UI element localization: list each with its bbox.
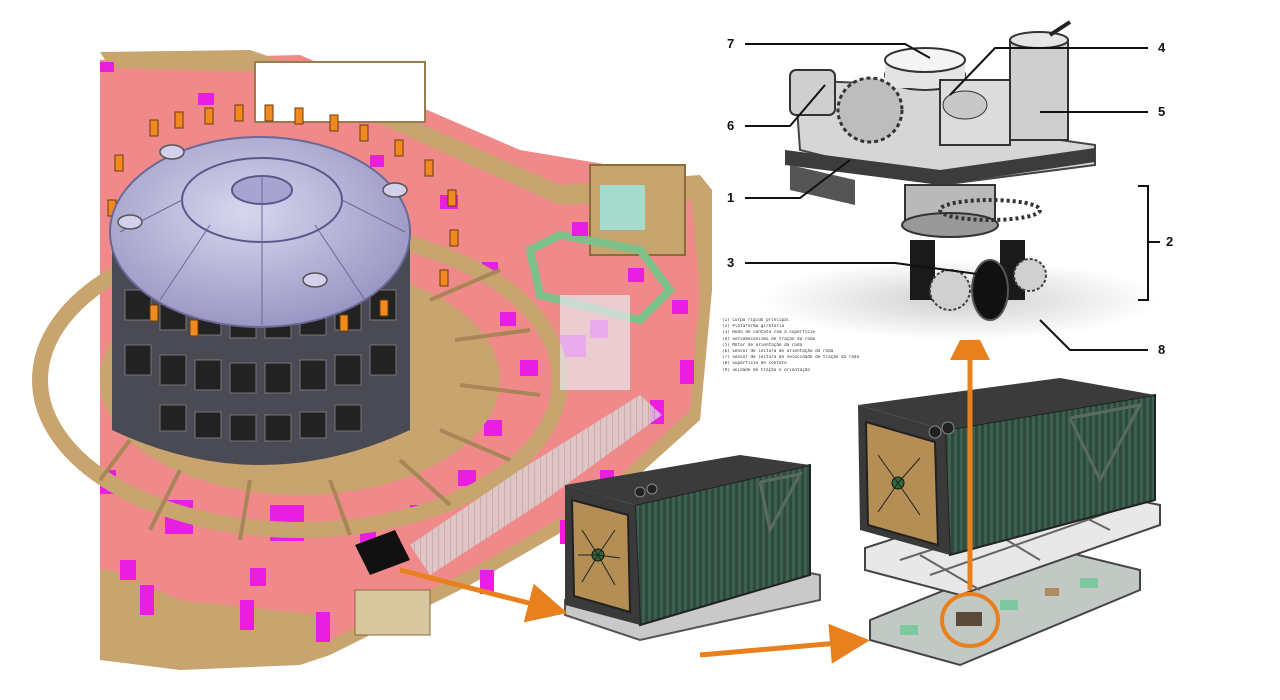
- callout-1: 1: [727, 190, 735, 205]
- wheel-gear-right: [1013, 258, 1047, 292]
- flow-arrows: [399, 320, 990, 664]
- drive-gear: [836, 76, 904, 144]
- legend-item: (4) Servomecanismo de tração da roda: [722, 336, 816, 342]
- drive-unit-in-chassis: [956, 612, 982, 626]
- tokamak-building-cutaway: [32, 50, 712, 670]
- legend-item: (3) Roda de contato com a superfície: [722, 330, 816, 336]
- feeder-connectors: [107, 104, 459, 337]
- hot-cell-door: [560, 295, 630, 390]
- callout-4: 4: [1158, 40, 1166, 55]
- legend-item: (5) Motor de orientação da roda: [722, 342, 803, 348]
- cask-upper-body-top: [858, 378, 1155, 430]
- transfer-cask-exploded: [858, 378, 1161, 667]
- legend-item: (9) unidade de tração e orientação: [722, 367, 810, 373]
- cask-body-top: [565, 455, 810, 505]
- drive-unit-detail: [760, 20, 1160, 340]
- drive-unit-highlight: [940, 592, 1000, 648]
- port-cell-walls: [98, 268, 541, 541]
- upper-cask-side-brace: [1068, 402, 1143, 484]
- reactor-ports: [124, 289, 397, 442]
- glass-enclosure: [600, 185, 645, 230]
- callout-3: 3: [727, 255, 735, 270]
- cask-light-right: [646, 483, 658, 495]
- cask-at-port: [355, 530, 410, 575]
- callout-leaders: [745, 43, 1160, 351]
- legend-item: (6) Sensor de leitura de orientação da r…: [722, 348, 834, 354]
- contact-wheel: [971, 259, 1009, 321]
- upper-door-spokes: [877, 454, 921, 516]
- legend-item: (1) Corpo rígido principal: [722, 318, 790, 323]
- orientation-motor: [1009, 39, 1069, 141]
- reactor-dome: [109, 136, 411, 328]
- platform-gear-ring: [938, 198, 1042, 222]
- callout-8: 8: [1158, 342, 1166, 357]
- cask-light-left: [634, 486, 646, 498]
- transfer-cask-closed: [564, 455, 821, 642]
- legend-item: (7) Sensor de leitura da velocidade de t…: [722, 355, 860, 361]
- upper-cask-light-right: [941, 421, 955, 435]
- arrow-port-to-cask: [399, 567, 568, 623]
- dome-ribs: [119, 176, 406, 325]
- component-legend: (1) Corpo rígido principal (2) Plataform…: [722, 318, 872, 374]
- callout-2: 2: [1166, 234, 1174, 249]
- upper-room: [254, 61, 426, 123]
- transfer-corridor: [410, 395, 662, 575]
- legend-item: (2) Plataforma giratória: [722, 324, 785, 330]
- callout-7: 7: [727, 36, 735, 51]
- chassis-components: [900, 578, 1098, 635]
- cask-side-brace: [758, 471, 803, 535]
- green-pipe-loop: [525, 230, 676, 325]
- motor-cable: [1048, 20, 1072, 37]
- callout-6: 6: [727, 118, 735, 133]
- wheel-gear-left: [929, 269, 971, 311]
- outer-wall-top: [100, 50, 712, 205]
- callout-5: 5: [1158, 104, 1166, 119]
- side-bracket: [790, 165, 855, 205]
- outer-wall-bottom: [100, 570, 330, 670]
- orientation-sensor-housing: [789, 69, 836, 116]
- legend-item: (8) Superfície de contato: [722, 361, 787, 367]
- arrow-cask-to-exploded: [699, 623, 870, 664]
- lower-equipment-room: [354, 589, 431, 636]
- body-rail: [785, 148, 1095, 185]
- dome-lifting-lugs: [117, 144, 408, 288]
- door-spokes: [578, 529, 621, 586]
- upper-cask-light-left: [928, 425, 942, 439]
